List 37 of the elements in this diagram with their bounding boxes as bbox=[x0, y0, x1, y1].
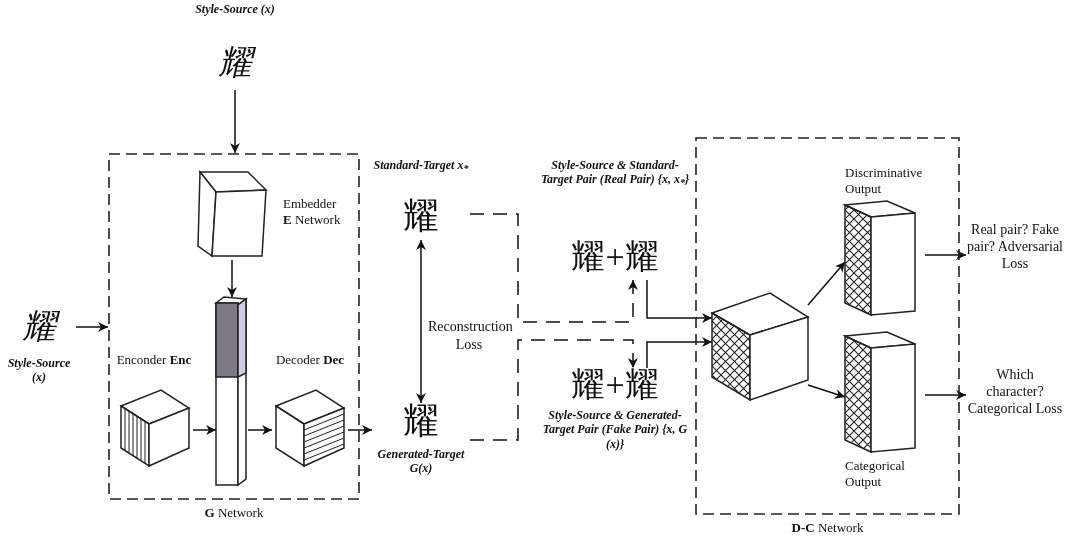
pair-label: Style-Source & Standard-Target Pair (Real Pair) {x, x$_{*}$} bbox=[540, 158, 690, 190]
output-label: Discriminative Output bbox=[845, 165, 924, 197]
arrow bbox=[347, 425, 373, 435]
output-label: Which character? Categorical Loss bbox=[966, 367, 1064, 418]
arrow bbox=[75, 322, 109, 332]
arrow bbox=[192, 425, 217, 435]
target-label: Standard-Target x$_{*}$ bbox=[372, 158, 470, 176]
arrow bbox=[924, 390, 967, 400]
group-title: D-C Network bbox=[790, 520, 865, 536]
output-label: Real pair? Fake pair? Adversarial Loss bbox=[966, 222, 1064, 273]
arrow bbox=[646, 337, 713, 369]
layer-label: Enconder Enc bbox=[115, 352, 193, 368]
layer-label: Embedder E Network bbox=[283, 196, 342, 228]
latent-vector-bar bbox=[216, 297, 248, 485]
double-arrow bbox=[416, 239, 426, 404]
character-glyph: 耀 bbox=[185, 46, 285, 80]
arrow bbox=[807, 261, 846, 306]
target-label: Generated-Target G(x) bbox=[376, 447, 466, 476]
output-label: Categorical Output bbox=[845, 458, 906, 490]
arrow bbox=[230, 89, 240, 154]
dashed-arrow bbox=[469, 339, 638, 441]
arrow bbox=[646, 279, 713, 323]
input-label: Style-Source (x) bbox=[194, 2, 276, 17]
arrow bbox=[807, 384, 846, 399]
character-pair: 耀+耀 bbox=[570, 368, 660, 402]
character-glyph: 耀 bbox=[402, 403, 440, 439]
arrow bbox=[247, 425, 273, 435]
arrow bbox=[227, 259, 237, 298]
input-label: Style-Source (x) bbox=[6, 356, 72, 385]
group-title: G Network bbox=[203, 505, 265, 521]
pair-label: Style-Source & Generated-Target Pair (Fake Pair) {x, G (x)} bbox=[541, 408, 689, 452]
character-glyph: 耀 bbox=[2, 310, 76, 344]
layer-label: Decoder Dec bbox=[274, 352, 346, 368]
arrow bbox=[924, 250, 967, 260]
character-pair: 耀+耀 bbox=[570, 240, 660, 274]
dashed-arrow bbox=[469, 213, 638, 323]
character-glyph: 耀 bbox=[402, 198, 440, 234]
